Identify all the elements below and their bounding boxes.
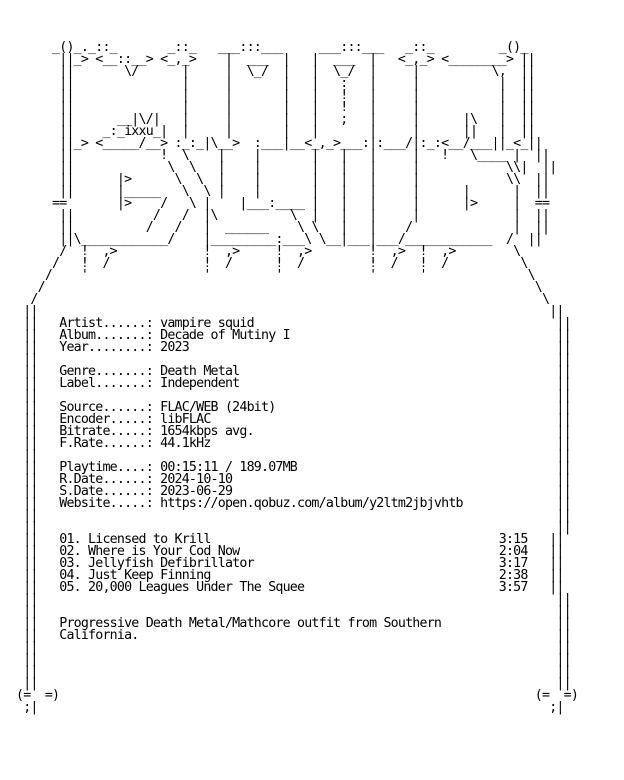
nfo-text-art: _()_._::_ _::_ ___:::___ ___:::___ _::_ … — [16, 40, 579, 715]
